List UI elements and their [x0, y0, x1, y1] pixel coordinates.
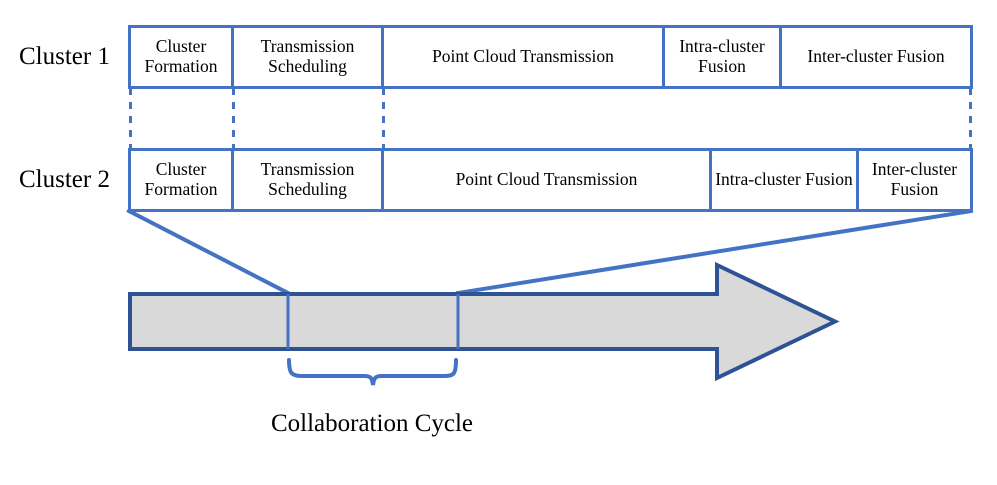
- cluster-1-phase-label-point-cloud-transmission: Point Cloud Transmission: [432, 46, 614, 67]
- brace-path: [287, 358, 458, 386]
- cluster-2-phase-label-cluster-formation: Cluster Formation: [144, 159, 218, 199]
- cluster-2-row-label: Cluster 2: [19, 166, 110, 193]
- cluster-1-row-label: Cluster 1: [19, 43, 110, 70]
- cluster-1-phase-label-inter-cluster-fusion: Inter-cluster Fusion: [807, 46, 945, 67]
- connector-line-left: [126, 208, 291, 296]
- cluster-2-phase-label-intra-cluster-fusion: Intra-cluster Fusion: [715, 169, 853, 190]
- alignment-dashed-guides: [129, 88, 972, 148]
- timeline-connector-lines: [126, 208, 974, 296]
- cluster-2-phase-label-point-cloud-transmission: Point Cloud Transmission: [455, 169, 638, 190]
- cluster-2-phase-label-transmission-scheduling: Transmission Scheduling: [260, 159, 355, 199]
- collaboration-cycle-brace: [287, 358, 458, 386]
- timeline-arrow-shape[interactable]: [128, 261, 840, 382]
- collaboration-cycle-label: Collaboration Cycle: [270, 410, 474, 437]
- cluster-1-phase-label-transmission-scheduling: Transmission Scheduling: [260, 36, 355, 76]
- cluster-1-phase-label-cluster-formation: Cluster Formation: [144, 36, 218, 76]
- timeline-arrow[interactable]: [128, 261, 840, 382]
- connector-line-right: [455, 208, 974, 296]
- cluster-2-phase-label-inter-cluster-fusion: Inter-cluster Fusion: [871, 159, 958, 199]
- cluster-1-phase-label-intra-cluster-fusion: Intra-cluster Fusion: [679, 36, 765, 76]
